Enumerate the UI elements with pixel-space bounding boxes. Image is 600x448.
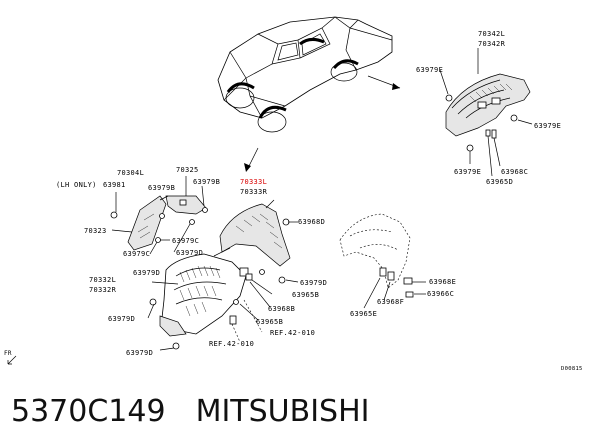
- label-70323: 70323: [84, 227, 107, 235]
- label-63965D: 63965D: [486, 178, 513, 186]
- label-70304L: 70304L: [117, 169, 144, 177]
- label-63979D-e: 63979D: [126, 349, 153, 357]
- label-70333R: 70333R: [240, 188, 268, 196]
- label-63965B-b: 63965B: [256, 318, 283, 326]
- label-70332L: 70332L: [89, 276, 116, 284]
- label-63979E-b: 63979E: [534, 122, 561, 130]
- caption: 5370C149 MITSUBISHI: [11, 388, 591, 436]
- part-number: 5370C149: [11, 394, 166, 429]
- label-63966C: 63966C: [427, 290, 454, 298]
- label-63965B-a: 63965B: [292, 291, 319, 299]
- rear-liner-assembly: [439, 48, 533, 177]
- diagram-code: D00815: [561, 366, 583, 372]
- label-63979D-b: 63979D: [133, 269, 160, 277]
- label-70332R: 70332R: [89, 286, 117, 294]
- label-fr: FR: [4, 350, 12, 357]
- label-63979B-a: 63979B: [148, 184, 175, 192]
- front-liner-assembly: [147, 199, 299, 351]
- label-63979D-a: 63979D: [176, 249, 203, 257]
- label-ref-42-010-a: REF.42-010: [270, 329, 315, 337]
- right-liner-assembly: [339, 213, 426, 309]
- brand-name: MITSUBISHI: [195, 394, 370, 429]
- label-70333L-highlighted: 70333L: [240, 178, 267, 186]
- label-63965E: 63965E: [350, 310, 377, 318]
- label-63979E-a: 63979E: [416, 66, 443, 74]
- label-63979C-a: 63979C: [172, 237, 199, 245]
- label-70342R: 70342R: [478, 40, 506, 48]
- label-63981: 63981: [103, 181, 126, 189]
- label-63979E-c: 63979E: [454, 168, 481, 176]
- label-ref-42-010-b: REF.42-010: [209, 340, 254, 348]
- label-63968B: 63968B: [268, 305, 295, 313]
- label-63979C-b: 63979C: [123, 250, 150, 258]
- parts-diagram: 70342L 70342R 63979E 63979E 63979E 63968…: [4, 16, 583, 372]
- label-63968F: 63968F: [377, 298, 404, 306]
- front-direction-arrow: [7, 355, 17, 365]
- label-63979B-b: 63979B: [193, 178, 220, 186]
- label-63968E: 63968E: [429, 278, 456, 286]
- label-63968D: 63968D: [298, 218, 325, 226]
- label-63968C: 63968C: [501, 168, 528, 176]
- front-bracket-parts: [110, 176, 208, 276]
- label-70325: 70325: [176, 166, 199, 174]
- label-70342L: 70342L: [478, 30, 505, 38]
- label-lh-only: (LH ONLY): [56, 181, 97, 189]
- label-63979D-d: 63979D: [108, 315, 135, 323]
- label-63979D-c: 63979D: [300, 279, 327, 287]
- truck-illustration: [217, 16, 401, 172]
